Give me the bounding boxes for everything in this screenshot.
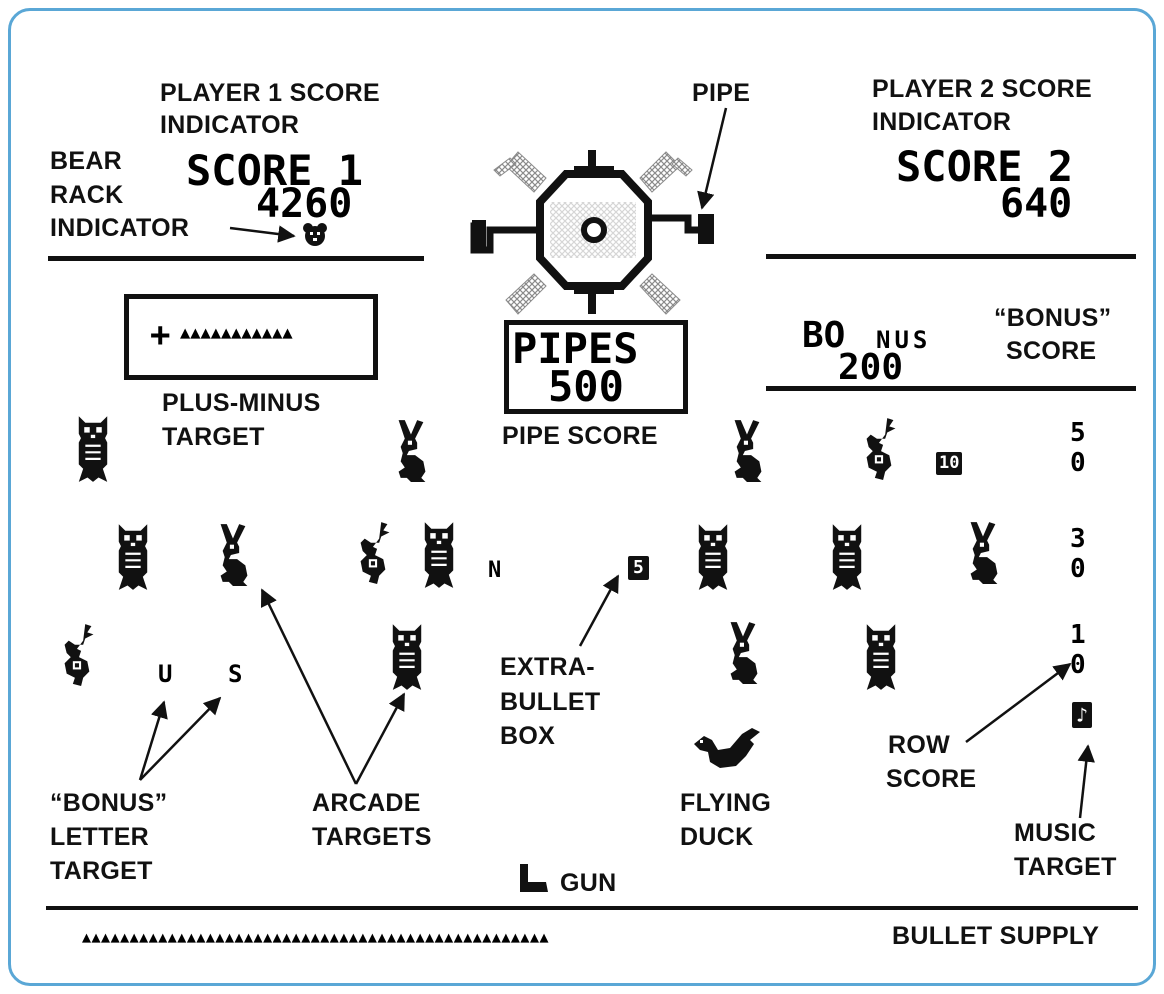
bonus-letter-label-line1: “BONUS” [50,789,168,817]
player2-score-label-line2: INDICATOR [872,108,1012,136]
row-score-bottom-digit2: 0 [1070,650,1086,680]
pipe-label: PIPE [692,79,751,107]
bonus-letter-u: U [158,660,173,688]
gun-label: GUN [560,869,617,897]
plus-minus-label-line2: TARGET [162,423,265,451]
extra-bullet-label-line2: BULLET [500,688,601,716]
pipe-score-label: PIPE SCORE [502,422,658,450]
row-score-mid-digit1: 3 [1070,524,1086,554]
gun-icon [520,864,548,892]
row-score-bottom-digit1: 1 [1070,620,1086,650]
music-target-arrow [1077,744,1095,819]
ten-bonus-box: 10 [936,452,963,475]
pipes-score-title: PIPES [512,324,639,373]
bullet-supply-label: BULLET SUPPLY [892,922,1100,950]
bonus-letter-label-line2: LETTER [50,823,150,851]
pipe-icon [470,150,714,315]
extra-bullet-arrow [578,574,620,647]
bear-rack-label-line2: RACK [50,181,124,209]
bonus-divider [766,386,1136,391]
bear-rack-label-line1: BEAR [50,147,123,175]
extra-bullet-label-line3: BOX [500,722,556,750]
bonus-score-label-line1: “BONUS” [994,304,1112,332]
plus-minus-bullets: ▲▲▲▲▲▲▲▲▲▲▲ [180,323,293,343]
music-target-label-line1: MUSIC [1014,819,1097,847]
plus-minus-target-box [124,294,378,380]
player2-score-label-line1: PLAYER 2 SCORE [872,75,1093,103]
bonus-letter-s: S [228,660,243,688]
bottom-divider [46,906,1138,910]
flying-duck-label-line2: DUCK [680,823,754,851]
arcade-arrow-right [354,692,406,785]
plus-minus-label-line1: PLUS-MINUS [162,389,321,417]
player1-divider [48,256,424,261]
bonus-word-bo: BO [802,315,846,356]
pipes-score-value: 500 [548,362,624,411]
pipe-arrow [697,107,728,210]
row-score-label-line2: SCORE [886,765,977,793]
music-target-label-line2: TARGET [1014,853,1117,881]
bear-rack-arrow [229,225,296,243]
bonus-letter-label-line3: TARGET [50,857,153,885]
bullet-supply-bullets: ▲▲▲▲▲▲▲▲▲▲▲▲▲▲▲▲▲▲▲▲▲▲▲▲▲▲▲▲▲▲▲▲▲▲▲▲▲▲▲▲… [82,928,550,946]
bear-rack-label-line3: INDICATOR [50,214,190,242]
player1-score-value: 4260 [256,181,353,227]
flying-duck-label-line1: FLYING [680,789,772,817]
bonus-letter-n: N [488,558,502,583]
bonus-score-value: 200 [838,347,904,388]
arcade-arrow-left [260,588,358,785]
player2-score-title: SCORE 2 [896,142,1074,191]
player2-divider [766,254,1136,259]
row-score-label-line1: ROW [888,731,950,759]
pipes-score-box [504,320,688,414]
arcade-targets-label-line2: TARGETS [312,823,432,851]
plus-sign: + [150,315,171,355]
bonus-score-label-line2: SCORE [1006,337,1097,365]
bear-icon [303,223,327,246]
player1-score-title: SCORE 1 [186,146,364,195]
row-score-arrow [965,662,1072,743]
row-score-top-digit2: 0 [1070,448,1086,478]
arcade-targets-label-line1: ARCADE [312,789,421,817]
bonus-letter-arrow-s [139,696,222,781]
row-score-mid-digit2: 0 [1070,554,1086,584]
extra-bullet-label-line1: EXTRA- [500,653,595,681]
music-target-box: ♪ [1072,702,1093,728]
figure-frame [8,8,1156,986]
player2-score-value: 640 [1000,181,1073,227]
player1-score-label-line2: INDICATOR [160,111,300,139]
bonus-word-nus: NUS [876,326,932,354]
extra-bullet-box: 5 [628,556,649,580]
bonus-letter-arrow-u [138,700,168,781]
row-score-top-digit1: 5 [1070,418,1086,448]
flying-duck-icon [694,728,760,768]
player1-score-label-line1: PLAYER 1 SCORE [160,79,381,107]
